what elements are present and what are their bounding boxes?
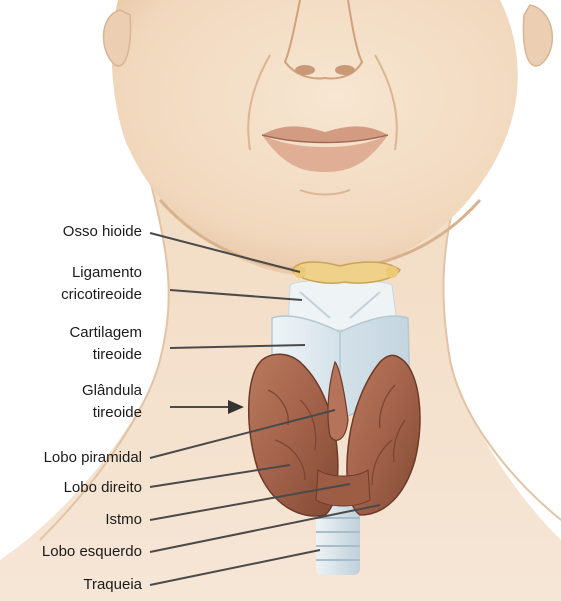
label-right-lobe-text: Lobo direito <box>0 478 142 497</box>
label-trachea-text: Traqueia <box>0 575 142 594</box>
label-left-lobe-text: Lobo esquerdo <box>0 542 142 561</box>
hyoid-bone-structure <box>292 262 400 283</box>
label-thyroid-cartilage: Cartilagem tireoide <box>20 322 142 366</box>
label-hyoid-bone: Osso hioide <box>20 222 142 241</box>
label-hyoid-text: Osso hioide <box>20 222 142 241</box>
label-thyroid-gland: Glândula tireoide <box>20 380 142 424</box>
label-thyroid-gland-line1: Glândula <box>20 380 142 402</box>
label-right-lobe: Lobo direito <box>0 478 142 497</box>
label-cricothyroid-line1: Ligamento <box>20 262 142 284</box>
label-trachea: Traqueia <box>0 575 142 594</box>
label-thyroid-cartilage-line2: tireoide <box>20 344 142 366</box>
label-left-lobe: Lobo esquerdo <box>0 542 142 561</box>
label-isthmus-text: Istmo <box>0 510 142 529</box>
label-cricothyroid-line2: cricotireoide <box>20 284 142 306</box>
label-thyroid-cartilage-line1: Cartilagem <box>20 322 142 344</box>
label-isthmus: Istmo <box>0 510 142 529</box>
label-cricothyroid-ligament: Ligamento cricotireoide <box>20 262 142 306</box>
label-pyramidal-lobe-text: Lobo piramidal <box>0 448 142 467</box>
label-pyramidal-lobe: Lobo piramidal <box>0 448 142 467</box>
thyroid-gland-structure <box>249 354 420 516</box>
label-thyroid-gland-line2: tireoide <box>20 402 142 424</box>
